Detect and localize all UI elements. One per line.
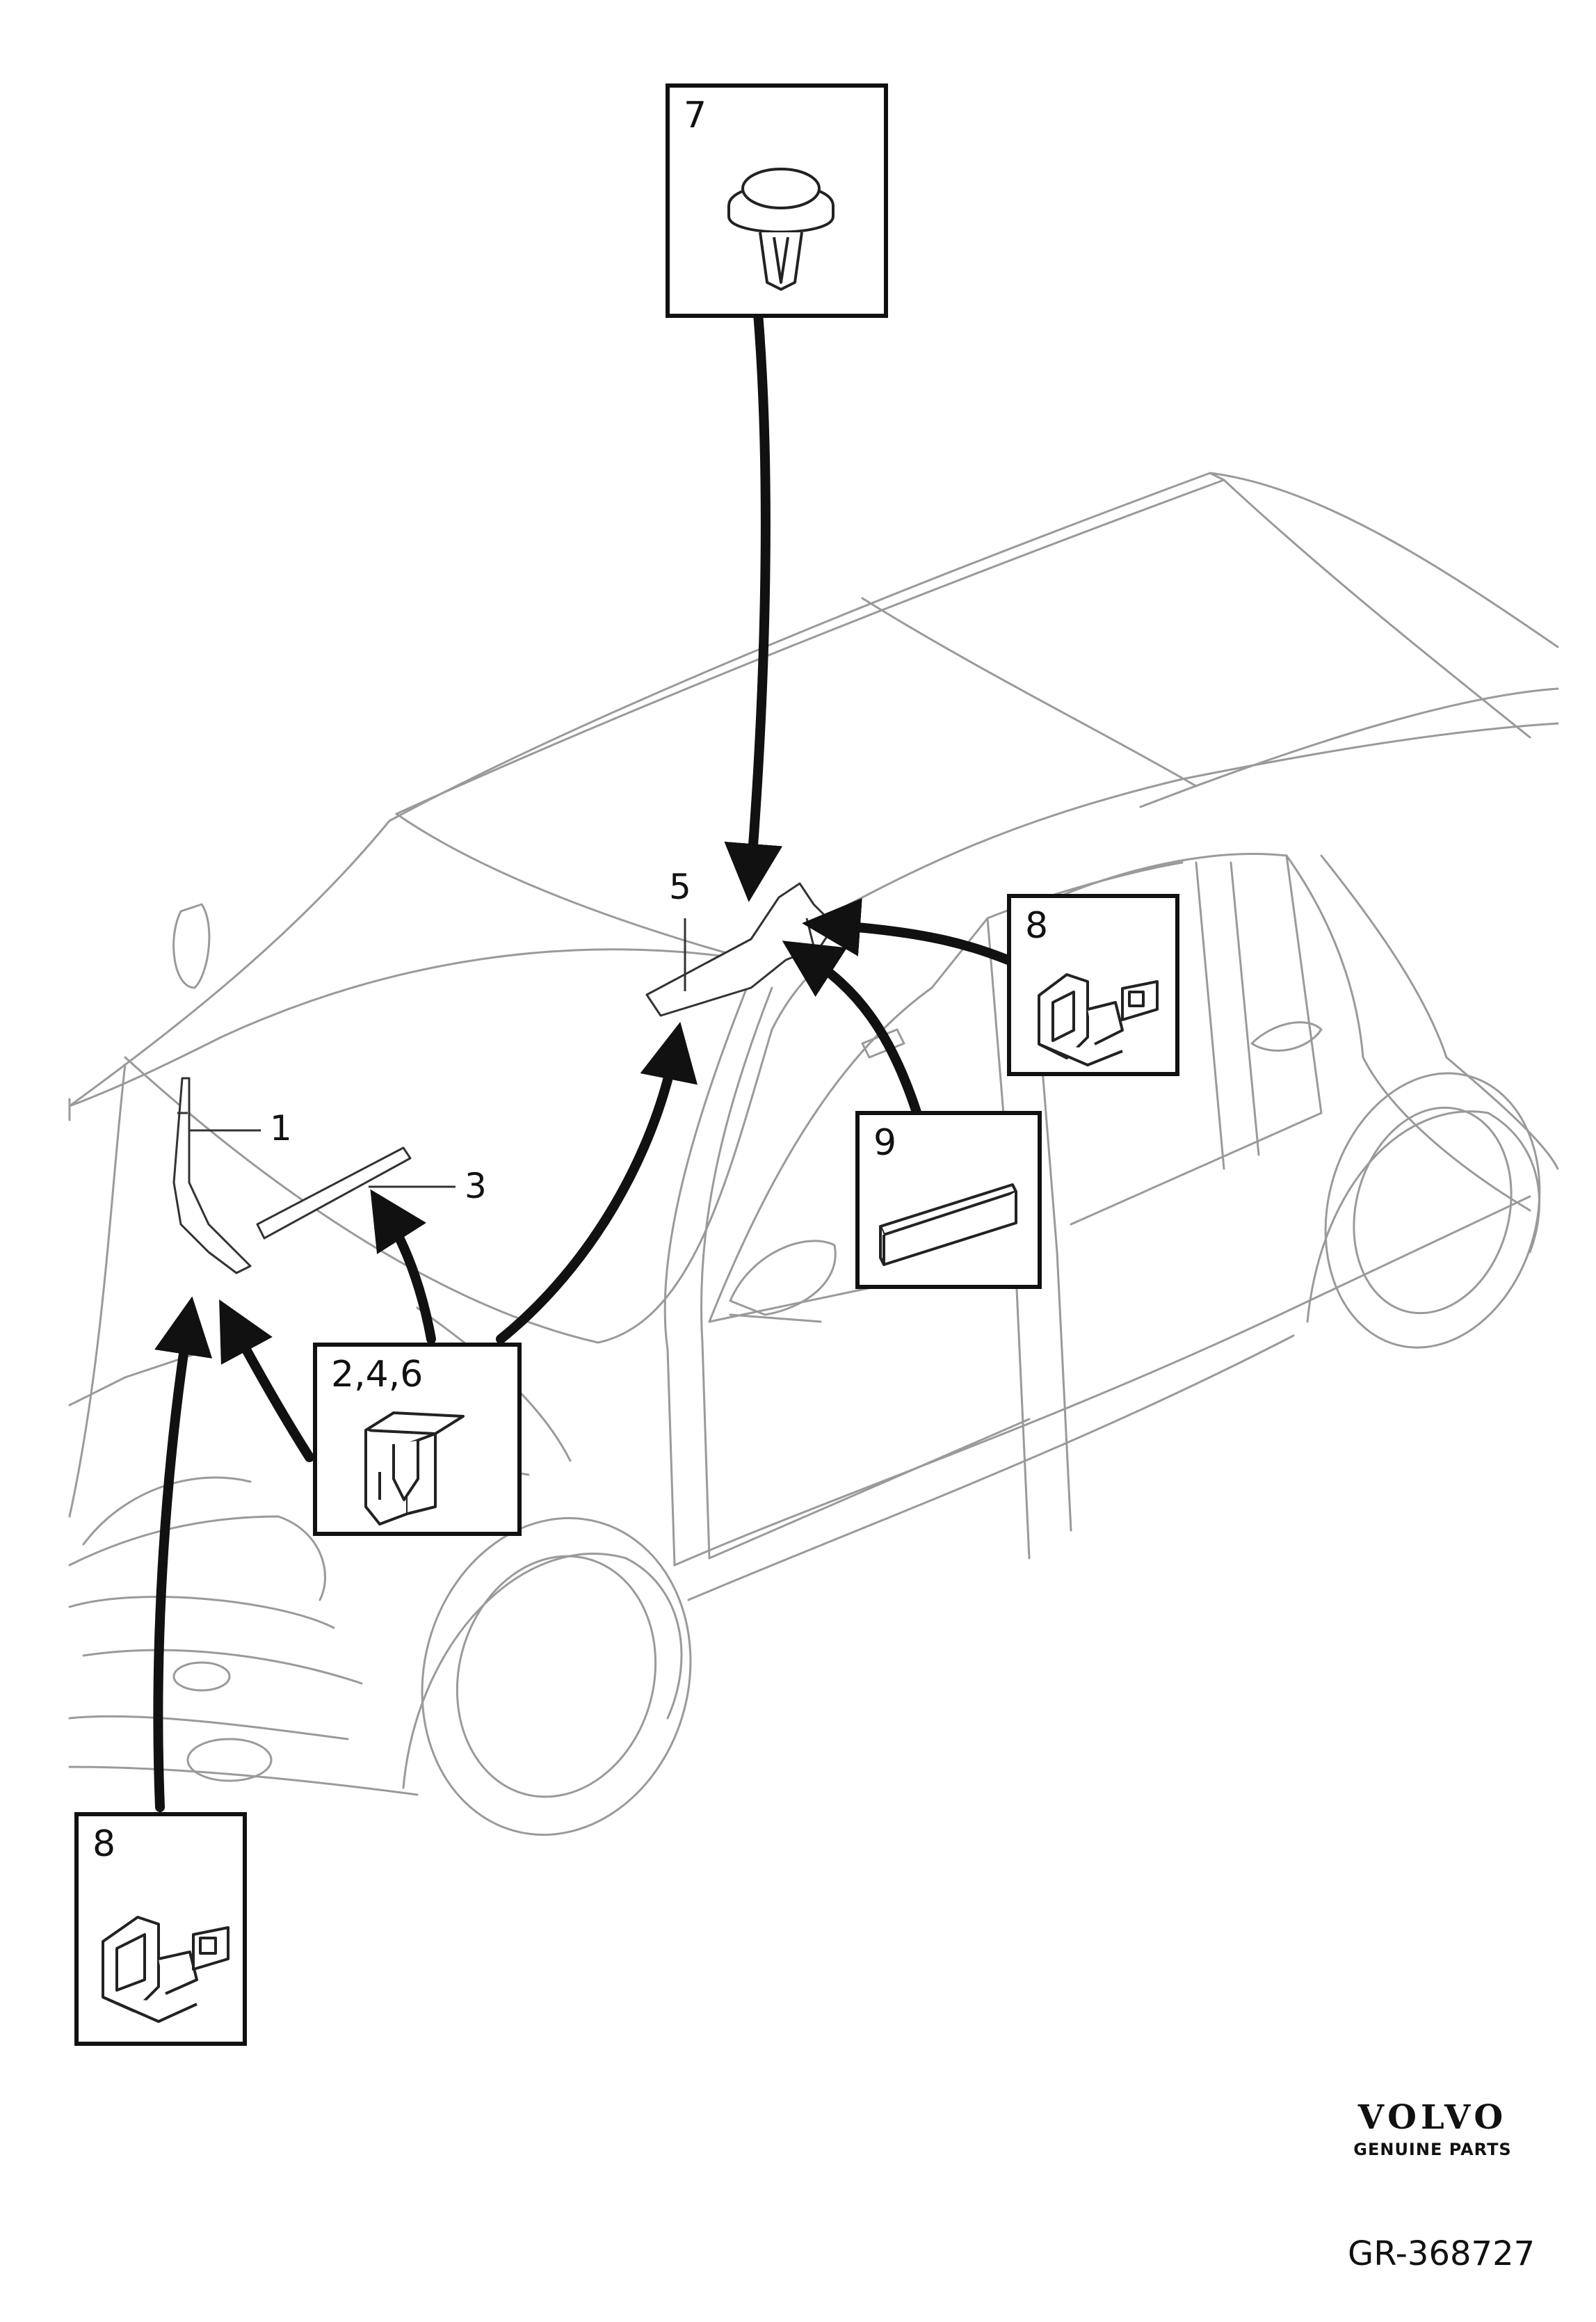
retaining-clip-icon [364, 1411, 465, 1526]
detail-box-2-4-6: 2,4,6 [313, 1343, 522, 1536]
callout-5: 5 [669, 867, 691, 907]
adhesive-pad-icon [879, 1183, 1017, 1266]
detail-box-9: 9 [855, 1111, 1042, 1289]
box-8-top-label: 8 [1025, 905, 1049, 947]
arrow-box8bottom-to-part1 [153, 1296, 213, 1812]
arrow-box246-to-part3 [370, 1189, 436, 1344]
trim-clip-icon [1038, 973, 1159, 1066]
detail-box-8-top: 8 [1007, 894, 1179, 1076]
push-pin-clip-icon [727, 168, 835, 291]
part-1-trim [172, 1077, 252, 1274]
arrows [153, 308, 1022, 1812]
brand-subtitle: GENUINE PARTS [1353, 2140, 1512, 2159]
arrow-box246-to-part5 [496, 1021, 698, 1344]
box-9-label: 9 [873, 1122, 897, 1164]
arrow-box7-to-part5 [724, 308, 783, 902]
brand-name: VOLVO [1357, 2098, 1508, 2137]
trim-clip-icon [102, 1916, 229, 2023]
part-3-strip [256, 1146, 412, 1240]
detail-box-8-bottom: 8 [74, 1812, 247, 2046]
car-outline [68, 472, 1559, 1836]
box-2-4-6-label: 2,4,6 [331, 1354, 424, 1395]
box-7-label: 7 [684, 95, 707, 136]
diagram-reference: GR-368727 [1348, 2234, 1535, 2273]
box-8-bottom-label: 8 [92, 1823, 116, 1865]
callout-1: 1 [270, 1108, 292, 1148]
arrow-box8top-to-pillar [802, 897, 1022, 968]
arrow-box246-to-part1 [219, 1299, 314, 1462]
volvo-logo: VOLVO GENUINE PARTS [1321, 2101, 1544, 2159]
detail-box-7: 7 [666, 83, 888, 318]
leader-lines [189, 918, 686, 1188]
callout-3: 3 [465, 1166, 487, 1206]
arrow-box9-to-pillar [782, 940, 923, 1121]
